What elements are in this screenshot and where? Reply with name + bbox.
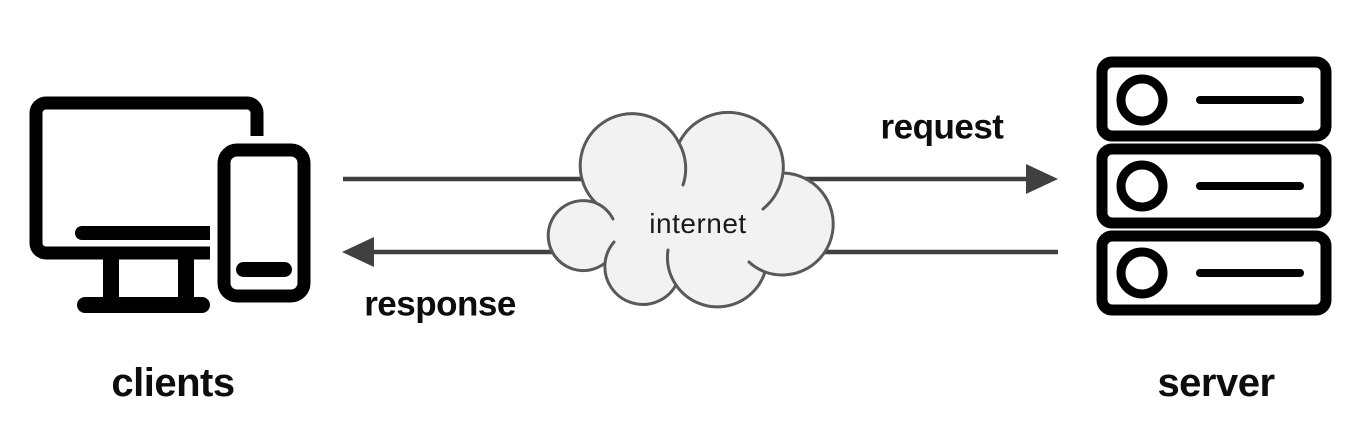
server-unit-1 (1096, 56, 1332, 142)
server-light-icon (1116, 247, 1168, 299)
monitor-stand-right (178, 253, 194, 299)
cloud-inner-hooks (594, 141, 785, 287)
clients-node-label: clients (111, 361, 235, 405)
phone-frame (217, 143, 311, 303)
server-node-label: server (1157, 361, 1275, 405)
desktop-and-phone-icon (29, 96, 318, 313)
monitor-base (77, 297, 210, 313)
server-light-icon (1116, 74, 1168, 126)
phone-home-bar (236, 262, 292, 277)
monitor-stand-left (103, 253, 119, 299)
request-edge-label: request (880, 107, 1004, 147)
server-light-icon (1116, 160, 1168, 212)
response-arrowhead-icon (342, 237, 374, 267)
cloud-shape (546, 110, 835, 309)
server-unit-3 (1096, 230, 1332, 316)
request-arrowhead-icon (1026, 164, 1058, 194)
cloud-outline (546, 110, 835, 309)
server-rack-icon (1096, 56, 1332, 316)
internet-node-label: internet (649, 208, 747, 239)
server-unit-2 (1096, 143, 1332, 229)
response-edge-label: response (364, 284, 516, 324)
